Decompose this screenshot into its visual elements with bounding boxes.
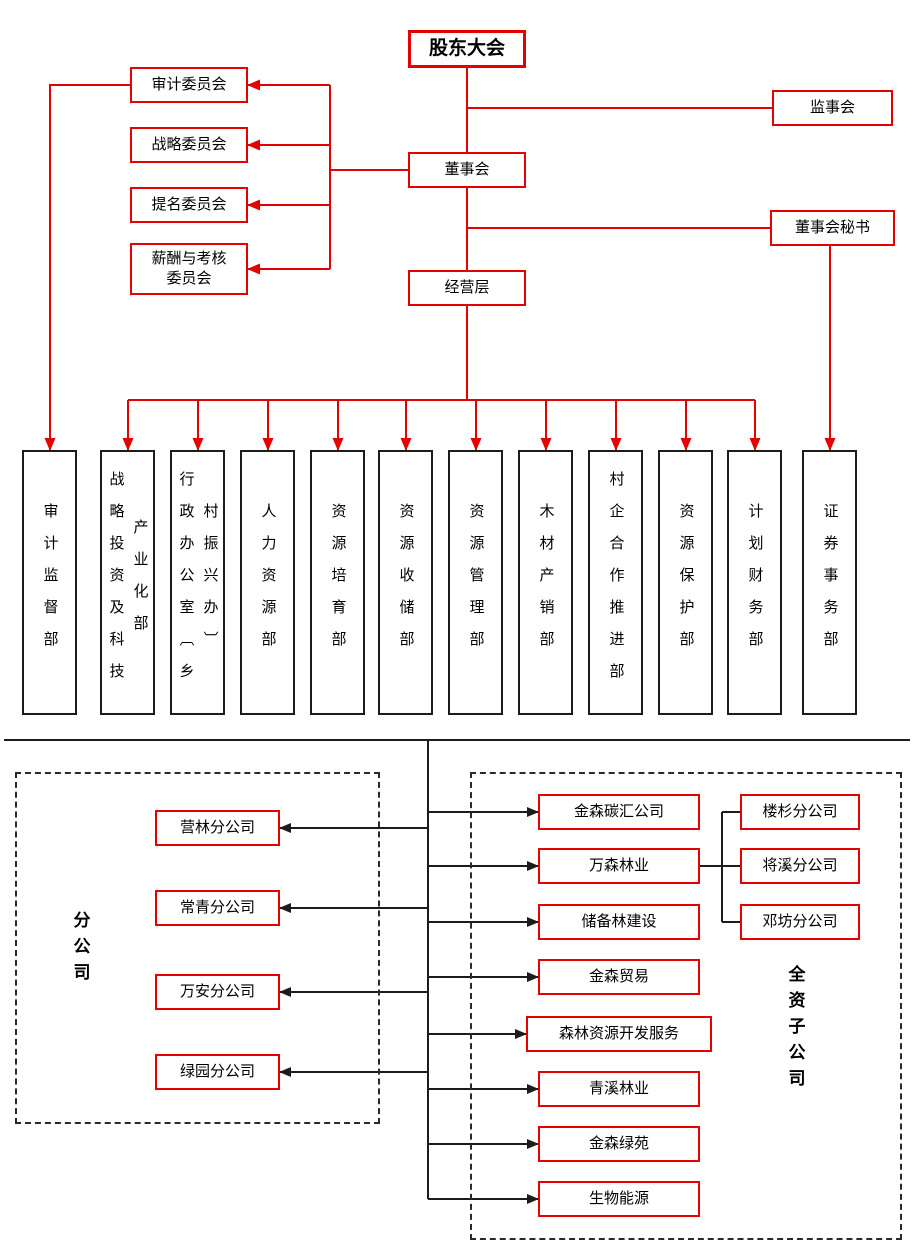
node-sub-jinsen-trade: 金森贸易 (538, 959, 700, 995)
node-dept-securities-affairs: 证券事务部 (802, 450, 857, 715)
node-label: 股东大会 (428, 38, 505, 60)
node-label: 证券事务部 (821, 502, 839, 663)
node-wansen-branch-loushan: 楼杉分公司 (740, 794, 860, 830)
node-label: 将溪分公司 (762, 856, 838, 874)
node-label: 金森碳汇公司 (573, 802, 664, 820)
node-branch-wanan: 万安分公司 (155, 974, 280, 1010)
node-label: 村企合作推进部 (607, 470, 625, 695)
node-dept-resource-protection: 资源保护部 (658, 450, 713, 715)
node-branch-yinglin: 营林分公司 (155, 810, 280, 846)
node-label: 绿园分公司 (179, 1062, 255, 1080)
node-committee-audit: 审计委员会 (130, 67, 248, 103)
node-label: 万森林业 (588, 856, 649, 874)
node-label: 经营层 (444, 278, 490, 296)
node-sub-forest-resource-dev: 森林资源开发服务 (526, 1016, 712, 1052)
node-sub-wansen-forestry: 万森林业 (538, 848, 700, 884)
node-management-level: 经营层 (408, 270, 526, 306)
node-label: 资源培育部 (329, 502, 347, 663)
node-label: 资源保护部 (677, 502, 695, 663)
node-sub-reserve-forest: 储备林建设 (538, 904, 700, 940)
node-label: 计划财务部 (746, 502, 764, 663)
node-label: 审计委员会 (151, 75, 227, 93)
node-label: 营林分公司 (179, 818, 255, 836)
node-label: 资源管理部 (467, 502, 485, 663)
node-dept-planning-finance: 计划财务部 (727, 450, 782, 715)
node-dept-audit-supervision: 审计监督部 (22, 450, 77, 715)
node-wansen-branch-jiangxi: 将溪分公司 (740, 848, 860, 884)
node-committee-remuneration: 薪酬与考核 委员会 (130, 243, 248, 295)
branch-companies-group-label: 分公司 (70, 911, 90, 989)
node-label: 金森绿苑 (588, 1134, 649, 1152)
node-committee-nomination: 提名委员会 (130, 187, 248, 223)
node-shareholders-meeting: 股东大会 (408, 30, 526, 68)
node-label: 资源收储部 (397, 502, 415, 663)
node-label: 审计监督部 (41, 502, 59, 663)
node-label: 常青分公司 (179, 898, 255, 916)
node-label: 森林资源开发服务 (558, 1024, 679, 1042)
node-label: 人力资源部 (259, 502, 277, 663)
node-label: 董事会 (444, 160, 490, 178)
node-label: 战略投资及科技产业化部 (107, 470, 149, 695)
node-sub-qingxi-forestry: 青溪林业 (538, 1071, 700, 1107)
node-label: 储备林建设 (581, 912, 657, 930)
node-label: 金森贸易 (588, 967, 649, 985)
node-label: 楼杉分公司 (762, 802, 838, 820)
subsidiaries-group (470, 772, 902, 1240)
node-label: 万安分公司 (179, 982, 255, 1000)
node-label: 邓坊分公司 (762, 912, 838, 930)
node-branch-changqing: 常青分公司 (155, 890, 280, 926)
node-label: 生物能源 (588, 1189, 649, 1207)
node-wansen-branch-dengfang: 邓坊分公司 (740, 904, 860, 940)
node-dept-admin-office: 行政办公室〔乡村振兴办〕 (170, 450, 225, 715)
node-board-secretary: 董事会秘书 (770, 210, 895, 246)
node-dept-resource-management: 资源管理部 (448, 450, 503, 715)
node-dept-resource-storage: 资源收储部 (378, 450, 433, 715)
node-dept-human-resources: 人力资源部 (240, 450, 295, 715)
node-label: 木材产销部 (537, 502, 555, 663)
node-supervisory-board: 监事会 (772, 90, 893, 126)
node-label: 监事会 (809, 98, 855, 116)
node-label: 行政办公室〔乡村振兴办〕 (177, 470, 219, 695)
node-label: 青溪林业 (588, 1079, 649, 1097)
node-board-of-directors: 董事会 (408, 152, 526, 188)
node-sub-carbon-sink: 金森碳汇公司 (538, 794, 700, 830)
node-branch-lvyuan: 绿园分公司 (155, 1054, 280, 1090)
node-dept-resource-cultivation: 资源培育部 (310, 450, 365, 715)
node-label: 战略委员会 (151, 135, 227, 153)
node-dept-village-cooperation: 村企合作推进部 (588, 450, 643, 715)
node-sub-bio-energy: 生物能源 (538, 1181, 700, 1217)
node-committee-strategy: 战略委员会 (130, 127, 248, 163)
branch-companies-group (15, 772, 380, 1124)
node-label: 薪酬与考核 委员会 (151, 249, 227, 287)
subsidiaries-group-label: 全资子公司 (785, 965, 805, 1095)
node-dept-strategic-investment: 战略投资及科技产业化部 (100, 450, 155, 715)
node-sub-jinsen-lvyuan: 金森绿苑 (538, 1126, 700, 1162)
node-dept-timber-sales: 木材产销部 (518, 450, 573, 715)
node-label: 董事会秘书 (794, 218, 870, 236)
node-label: 提名委员会 (151, 195, 227, 213)
